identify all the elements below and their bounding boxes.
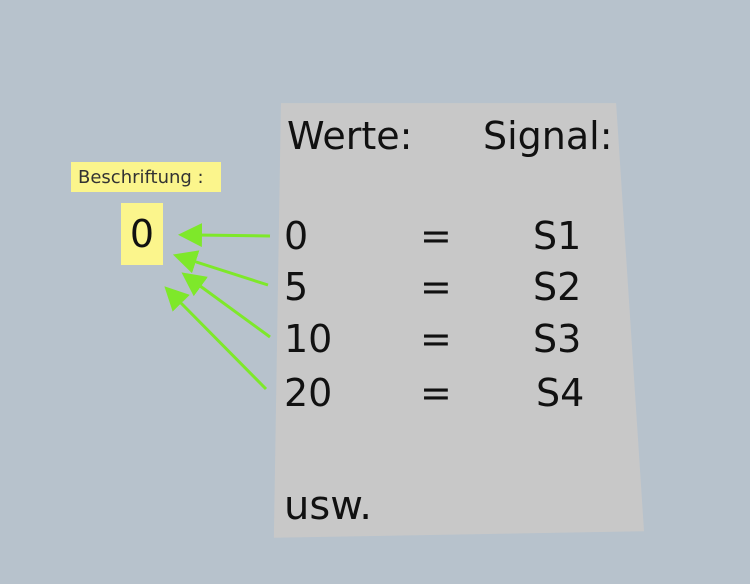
- row-3-equals: =: [420, 317, 452, 361]
- row-2-value: 5: [284, 265, 309, 309]
- row-1-value: 0: [284, 214, 309, 258]
- row-2-signal: S2: [533, 265, 582, 309]
- arrow-row-2: [172, 250, 269, 287]
- header-signals: Signal:: [483, 114, 613, 158]
- footer-etc: usw.: [284, 483, 372, 529]
- row-4-signal: S4: [536, 371, 585, 415]
- caption-value-box[interactable]: 0: [121, 203, 163, 265]
- arrow-row-3: [181, 272, 271, 339]
- row-2-equals: =: [420, 265, 452, 309]
- row-1-signal: S1: [533, 214, 582, 258]
- row-4-equals: =: [420, 371, 452, 415]
- caption-label: Beschriftung :: [71, 162, 221, 192]
- header-values: Werte:: [287, 114, 413, 158]
- row-3-value: 10: [284, 317, 333, 361]
- arrow-row-1: [178, 223, 271, 248]
- arrow-row-4: [164, 286, 268, 391]
- mapping-panel: [273, 103, 644, 538]
- row-1-equals: =: [420, 214, 452, 258]
- row-3-signal: S3: [533, 317, 582, 361]
- row-4-value: 20: [284, 371, 333, 415]
